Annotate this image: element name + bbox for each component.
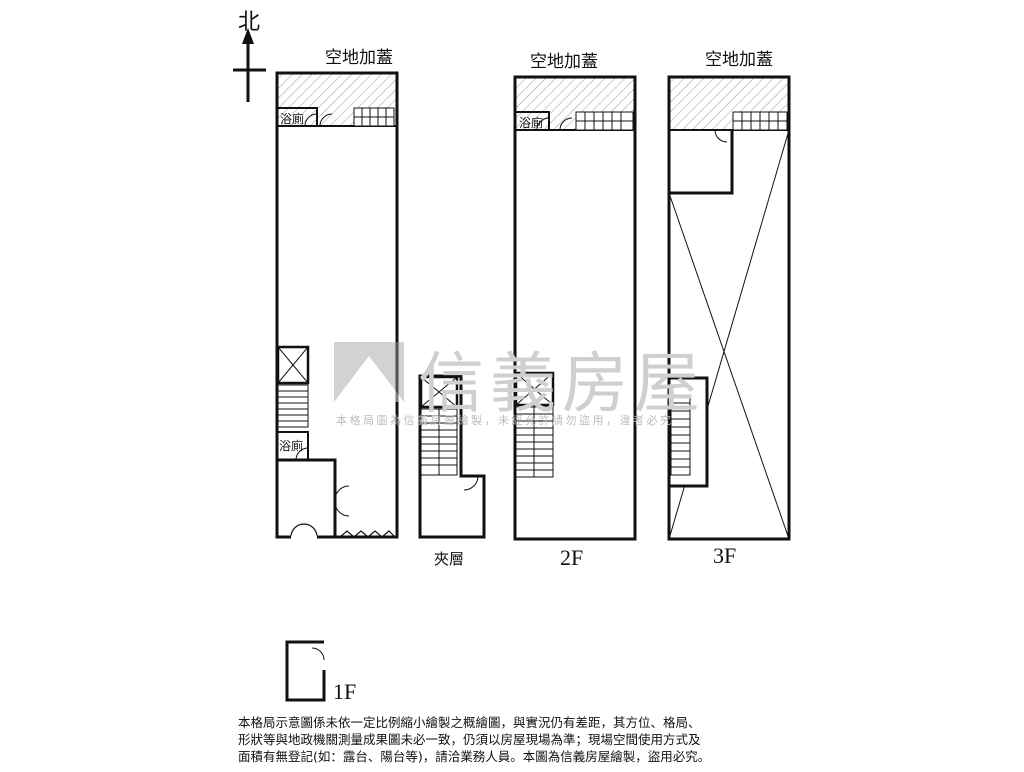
disclaimer-line: 本格局示意圖係未依一定比例縮小繪製之概繪圖，與實況仍有差距，其方位、格局、: [238, 715, 701, 730]
second-floor-bath-label: 浴廁: [519, 116, 544, 130]
third-floor-void-diagonal: [668, 192, 790, 540]
watermark-line: 本格局圖為信義房屋繪製，未經允許請勿盜用，違者必究: [336, 414, 674, 427]
second-floor-outline: [513, 75, 637, 541]
mezzanine-outline: [418, 374, 486, 539]
first-floor-top-stairs: [353, 107, 395, 127]
watermark-brand: 信義房屋: [418, 345, 706, 422]
brand-logo-icon: [334, 342, 404, 402]
first-floor-bath-mid-label: 浴廁: [279, 439, 304, 453]
disclaimer: 本格局示意圖係未依一定比例縮小繪製之概繪圖，與實況仍有差距，其方位、格局、 形狀…: [238, 714, 798, 765]
third-floor-addon-label: 空地加蓋: [705, 50, 773, 70]
first-floor-addon-label: 空地加蓋: [325, 48, 393, 68]
rolling-shutter: [339, 530, 396, 538]
first-floor-plan: [275, 71, 399, 539]
second-floor-stairs: [515, 406, 554, 478]
mezzanine-stairs: [420, 408, 458, 476]
disclaimer-line: 面積有無登記(如：露台、陽台等)，請洽業務人員。本圖為信義房屋繪製，盜用必究。: [238, 749, 711, 764]
first-floor-key-label: 1F: [333, 679, 357, 704]
second-floor-plan: [513, 75, 637, 541]
compass-label: 北: [238, 9, 261, 34]
mezzanine-label: 夾層: [434, 550, 465, 568]
second-floor-addon-label: 空地加蓋: [530, 52, 598, 72]
north-arrow-icon: [233, 28, 266, 102]
third-floor-label: 3F: [713, 543, 737, 568]
first-floor-bath-top: [277, 107, 318, 126]
first-floor-key-plan: [285, 640, 326, 702]
second-floor-top-stairs: [575, 111, 634, 131]
first-floor-outline: [275, 71, 399, 539]
first-floor-mid-stairs: [277, 384, 309, 428]
third-floor-top-stairs: [732, 111, 788, 131]
second-floor-label: 2F: [560, 545, 584, 570]
disclaimer-line: 形狀等與地政機關測量成果圖未必一致，仍須以房屋現場為準；現場空間使用方式及: [238, 732, 701, 747]
first-floor-bath-top-label: 浴廁: [280, 112, 305, 126]
mezzanine-plan: [418, 374, 486, 539]
third-floor-outline: [667, 75, 791, 541]
third-floor-plan: [667, 75, 791, 541]
third-floor-stairs: [670, 394, 691, 476]
first-floor-void-box: [276, 345, 310, 385]
